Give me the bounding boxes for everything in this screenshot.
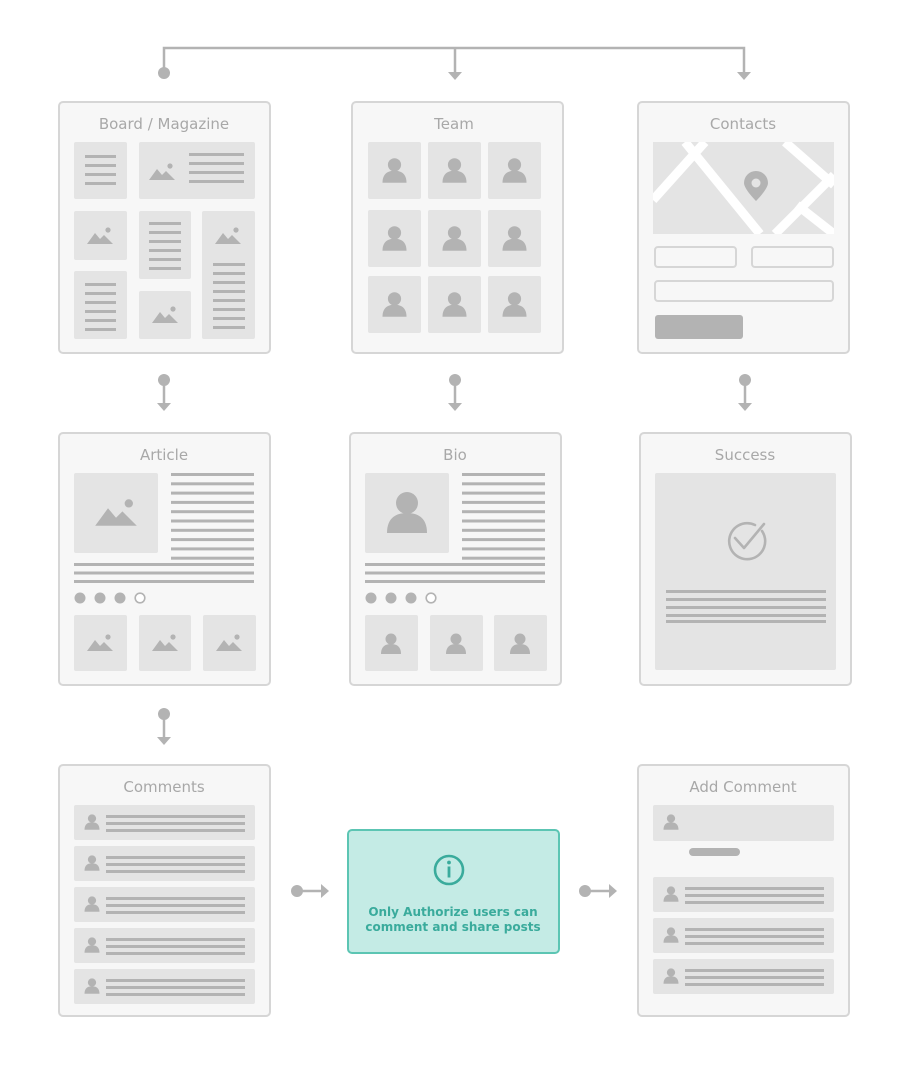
check-circle-icon — [727, 521, 767, 561]
carousel-dots — [365, 592, 437, 604]
screen-contacts: Contacts — [637, 101, 850, 354]
comment-row — [653, 959, 834, 994]
notice-box: Only Authorize users can comment and sha… — [347, 829, 560, 954]
connector-dot — [158, 67, 170, 79]
screen-success: Success — [639, 432, 852, 686]
contact-field — [654, 280, 834, 302]
person-icon — [84, 896, 100, 912]
comment-row — [74, 805, 255, 840]
person-icon — [442, 226, 467, 251]
person-icon — [663, 814, 679, 830]
screen-title: Contacts — [710, 115, 776, 133]
screen-comments: Comments — [58, 764, 271, 1017]
person-icon — [502, 292, 527, 317]
comment-row — [653, 877, 834, 912]
connector-article-comments — [157, 708, 171, 745]
person-icon — [663, 886, 679, 902]
connector-comments-notice — [291, 884, 329, 898]
screen-team: Team — [351, 101, 564, 354]
arrow-head — [737, 72, 751, 80]
person-icon — [502, 158, 527, 183]
comment-row — [74, 969, 255, 1004]
connector-notice-addcomment — [579, 884, 617, 898]
person-icon — [84, 855, 100, 871]
screen-board-magazine: Board / Magazine — [58, 101, 271, 354]
screen-bio: Bio — [349, 432, 562, 686]
person-icon — [84, 978, 100, 994]
person-icon — [502, 226, 527, 251]
submit-button — [655, 315, 743, 339]
contact-field — [654, 246, 737, 268]
connector-board-article — [157, 374, 171, 411]
carousel-dots — [74, 592, 146, 604]
person-icon — [663, 968, 679, 984]
person-icon — [663, 927, 679, 943]
contact-field — [751, 246, 834, 268]
comment-input — [653, 805, 834, 841]
person-icon — [442, 158, 467, 183]
screen-title: Team — [433, 115, 474, 133]
person-icon — [382, 226, 407, 251]
arrow-head — [448, 72, 462, 80]
map — [653, 142, 834, 234]
comment-row — [74, 887, 255, 922]
comment-row — [653, 918, 834, 953]
person-icon — [84, 814, 100, 830]
notice-text-line2: comment and share posts — [365, 920, 540, 934]
comment-row — [74, 846, 255, 881]
info-icon — [433, 854, 465, 886]
person-icon — [382, 158, 407, 183]
person-icon — [387, 492, 427, 533]
connector-contacts-success — [738, 374, 752, 411]
screen-title: Success — [715, 446, 776, 464]
person-icon — [84, 937, 100, 953]
screen-title: Add Comment — [689, 778, 796, 796]
screen-title: Article — [140, 446, 188, 464]
top-connector — [162, 46, 746, 72]
person-icon — [442, 292, 467, 317]
notice-text-line1: Only Authorize users can — [368, 905, 537, 919]
screen-title: Board / Magazine — [99, 115, 229, 133]
screen-article: Article — [58, 432, 271, 686]
screen-add-comment: Add Comment — [637, 764, 850, 1017]
post-button — [689, 848, 740, 856]
person-icon — [382, 292, 407, 317]
image-icon — [95, 499, 137, 526]
screen-title: Bio — [443, 446, 467, 464]
comment-row — [74, 928, 255, 963]
connector-team-bio — [448, 374, 462, 411]
screen-title: Comments — [123, 778, 204, 796]
